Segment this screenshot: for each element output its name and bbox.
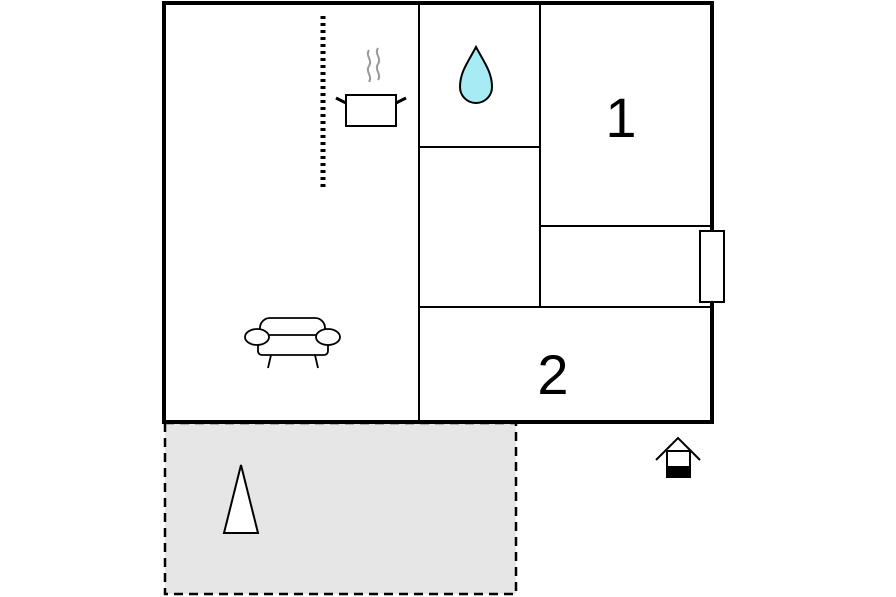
room-label-2: 2 [537, 343, 568, 406]
entrance-house-icon [655, 436, 701, 478]
cooking-pot-icon [335, 47, 407, 127]
window [699, 230, 725, 303]
sofa-icon [244, 317, 341, 369]
house-outline [162, 1, 714, 424]
tree-icon [222, 464, 260, 534]
water-drop-icon [458, 44, 494, 104]
room-label-1: 1 [605, 86, 636, 149]
terrace-area [163, 421, 518, 596]
interior-walls [418, 3, 712, 422]
